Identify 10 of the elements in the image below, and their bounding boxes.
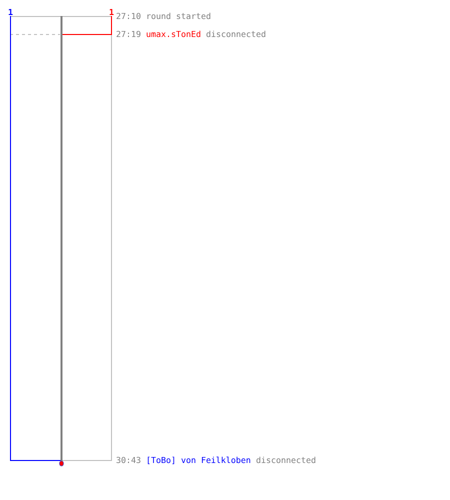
player-name: [ToBo] von Feilkloben <box>146 455 251 465</box>
event-text: round started <box>146 11 211 21</box>
timestamp: 30:43 <box>116 455 141 465</box>
player-name: umax.sTonEd <box>146 29 201 39</box>
timestamp: 27:10 <box>116 11 141 21</box>
team-count-label: 1 <box>8 7 13 17</box>
event-text: disconnected <box>256 455 316 465</box>
timestamp: 27:19 <box>116 29 141 39</box>
event-text: disconnected <box>206 29 266 39</box>
team-count-label: 1 <box>109 7 114 17</box>
